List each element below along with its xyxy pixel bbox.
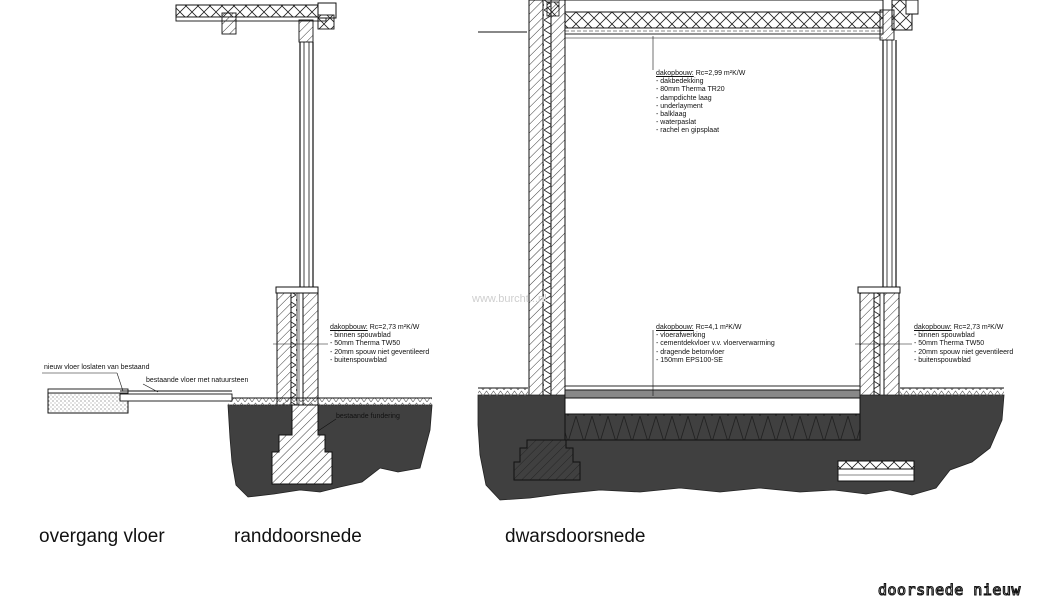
floor-transition bbox=[42, 372, 233, 414]
new-floor-label: nieuw vloer loslaten van bestaand bbox=[44, 364, 150, 371]
wall-note-left-item: 20mm spouw niet geventileerd bbox=[330, 349, 429, 357]
roof-slab-left bbox=[175, 2, 337, 43]
roof-note-item: balklaag bbox=[656, 111, 745, 119]
wall-note-left-item: 50mm Therma TW50 bbox=[330, 340, 429, 348]
roof-note-item: waterpaslat bbox=[656, 119, 745, 127]
wall-note-right-heading: dakopbouw: bbox=[914, 324, 952, 331]
tall-wall bbox=[528, 0, 566, 451]
roof-note-item: dakbedekking bbox=[656, 78, 745, 86]
watermark: www.burcht...nl bbox=[472, 293, 547, 305]
roof-note-rvalue: Rc=2,99 m²K/W bbox=[695, 70, 746, 77]
cavity-wall-left bbox=[276, 292, 319, 406]
floor-note-item: vloerafwerking bbox=[656, 332, 775, 340]
wall-note-right-list: binnen spouwblad 50mm Therma TW50 20mm s… bbox=[914, 332, 1013, 365]
wall-note-right-item: 20mm spouw niet geventileerd bbox=[914, 349, 1013, 357]
floor-buildup bbox=[564, 385, 861, 441]
footing-left bbox=[513, 439, 581, 481]
wall-note-right-item: buitenspouwblad bbox=[914, 357, 1013, 365]
wall-note-right-item: binnen spouwblad bbox=[914, 332, 1013, 340]
edge-section bbox=[175, 2, 433, 498]
footing-right bbox=[837, 460, 915, 482]
floor-note-rvalue: Rc=4,1 m²K/W bbox=[695, 324, 742, 331]
caption-floor-transition: overgang vloer bbox=[39, 526, 165, 547]
drawing-title: doorsnede nieuw bbox=[877, 580, 1021, 599]
roof-buildup-note: dakopbouw: Rc=2,99 m²K/W dakbedekking 80… bbox=[656, 70, 745, 136]
floor-note-item: dragende betonvloer bbox=[656, 349, 775, 357]
caption-edge-section: randdoorsnede bbox=[234, 526, 362, 547]
caption-cross-section: dwarsdoorsnede bbox=[505, 526, 646, 547]
floor-note-item: cementdekvloer v.v. vloerverwarming bbox=[656, 340, 775, 348]
wall-note-right-rvalue: Rc=2,73 m²K/W bbox=[953, 324, 1004, 331]
roof-note-item: rachel en gipsplaat bbox=[656, 127, 745, 135]
floor-buildup-note: dakopbouw: Rc=4,1 m²K/W vloerafwerking c… bbox=[656, 324, 775, 365]
cross-section bbox=[477, 0, 1005, 501]
existing-floor-label: bestaande vloer met natuursteen bbox=[146, 377, 249, 384]
roof-note-list: dakbedekking 80mm Therma TR20 dampdichte… bbox=[656, 78, 745, 135]
window-frame-right bbox=[857, 40, 901, 294]
window-frame-left bbox=[275, 42, 319, 294]
floor-note-list: vloerafwerking cementdekvloer v.v. vloer… bbox=[656, 332, 775, 365]
wall-buildup-note-left: dakopbouw: Rc=2,73 m²K/W binnen spouwbla… bbox=[330, 324, 429, 365]
wall-note-right-item: 50mm Therma TW50 bbox=[914, 340, 1013, 348]
roof-note-item: 80mm Therma TR20 bbox=[656, 86, 745, 94]
existing-foundation-label: bestaande fundering bbox=[336, 413, 400, 420]
wall-note-left-rvalue: Rc=2,73 m²K/W bbox=[369, 324, 420, 331]
roof-slab-right bbox=[564, 0, 919, 41]
wall-note-left-item: buitenspouwblad bbox=[330, 357, 429, 365]
floor-note-heading: dakopbouw: bbox=[656, 324, 694, 331]
title-frame bbox=[868, 580, 1050, 600]
roof-note-item: underlayment bbox=[656, 103, 745, 111]
roof-note-heading: dakopbouw: bbox=[656, 70, 694, 77]
roof-note-item: dampdichte laag bbox=[656, 95, 745, 103]
wall-note-left-item: binnen spouwblad bbox=[330, 332, 429, 340]
wall-note-left-heading: dakopbouw: bbox=[330, 324, 368, 331]
wall-buildup-note-right: dakopbouw: Rc=2,73 m²K/W binnen spouwbla… bbox=[914, 324, 1013, 365]
wall-note-left-list: binnen spouwblad 50mm Therma TW50 20mm s… bbox=[330, 332, 429, 365]
floor-note-item: 150mm EPS100-SE bbox=[656, 357, 775, 365]
